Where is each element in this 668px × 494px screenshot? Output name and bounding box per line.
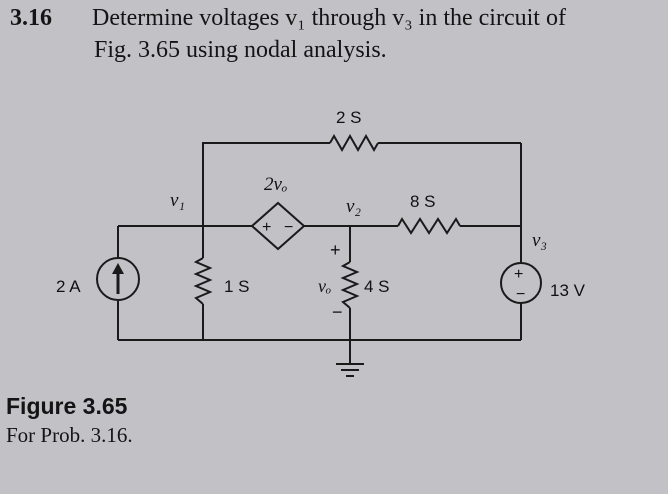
- label-2s: 2 S: [336, 108, 362, 127]
- resistor-4s: [340, 261, 360, 309]
- wire-top-loop: [202, 142, 330, 226]
- ground-symbol: [336, 363, 364, 377]
- current-source: [96, 257, 140, 301]
- voltage-source: + −: [500, 262, 542, 304]
- label-4s: 4 S: [364, 277, 390, 296]
- problem-line-1: Determine voltages v₁ through v₃ in the …: [92, 5, 566, 31]
- figure-title: Figure 3.65: [6, 393, 128, 419]
- resistor-8s: [397, 217, 461, 235]
- figure-subtitle: For Prob. 3.16.: [6, 423, 133, 447]
- vo-label: vₒ: [318, 276, 331, 296]
- vo-plus: +: [330, 240, 341, 260]
- dep-minus: −: [284, 219, 293, 236]
- node-v2: v₂: [346, 196, 361, 217]
- problem-number: 3.16: [10, 5, 52, 31]
- vs-plus: +: [514, 266, 523, 283]
- wires: [117, 142, 522, 364]
- arrow-up-icon: [112, 263, 124, 274]
- node-v1: v₁: [170, 190, 185, 211]
- problem-statement: 3.16 Determine voltages v₁ through v₃ in …: [10, 4, 566, 63]
- label-1s: 1 S: [224, 277, 250, 296]
- problem-line-2: Fig. 3.65 using nodal analysis.: [94, 37, 387, 63]
- resistor-2s: [329, 133, 379, 153]
- dependent-voltage-source: + −: [250, 201, 306, 251]
- node-v3: v₃: [532, 230, 547, 251]
- vs-minus: −: [516, 286, 525, 303]
- label-8s: 8 S: [410, 192, 436, 211]
- label-dep-source: 2vₒ: [264, 174, 287, 195]
- vo-minus: −: [332, 302, 343, 322]
- resistor-1s: [193, 257, 213, 305]
- label-2a: 2 A: [56, 277, 81, 296]
- label-13v: 13 V: [550, 281, 586, 300]
- figure-caption: Figure 3.65 For Prob. 3.16.: [6, 392, 133, 448]
- dep-plus: +: [262, 219, 271, 236]
